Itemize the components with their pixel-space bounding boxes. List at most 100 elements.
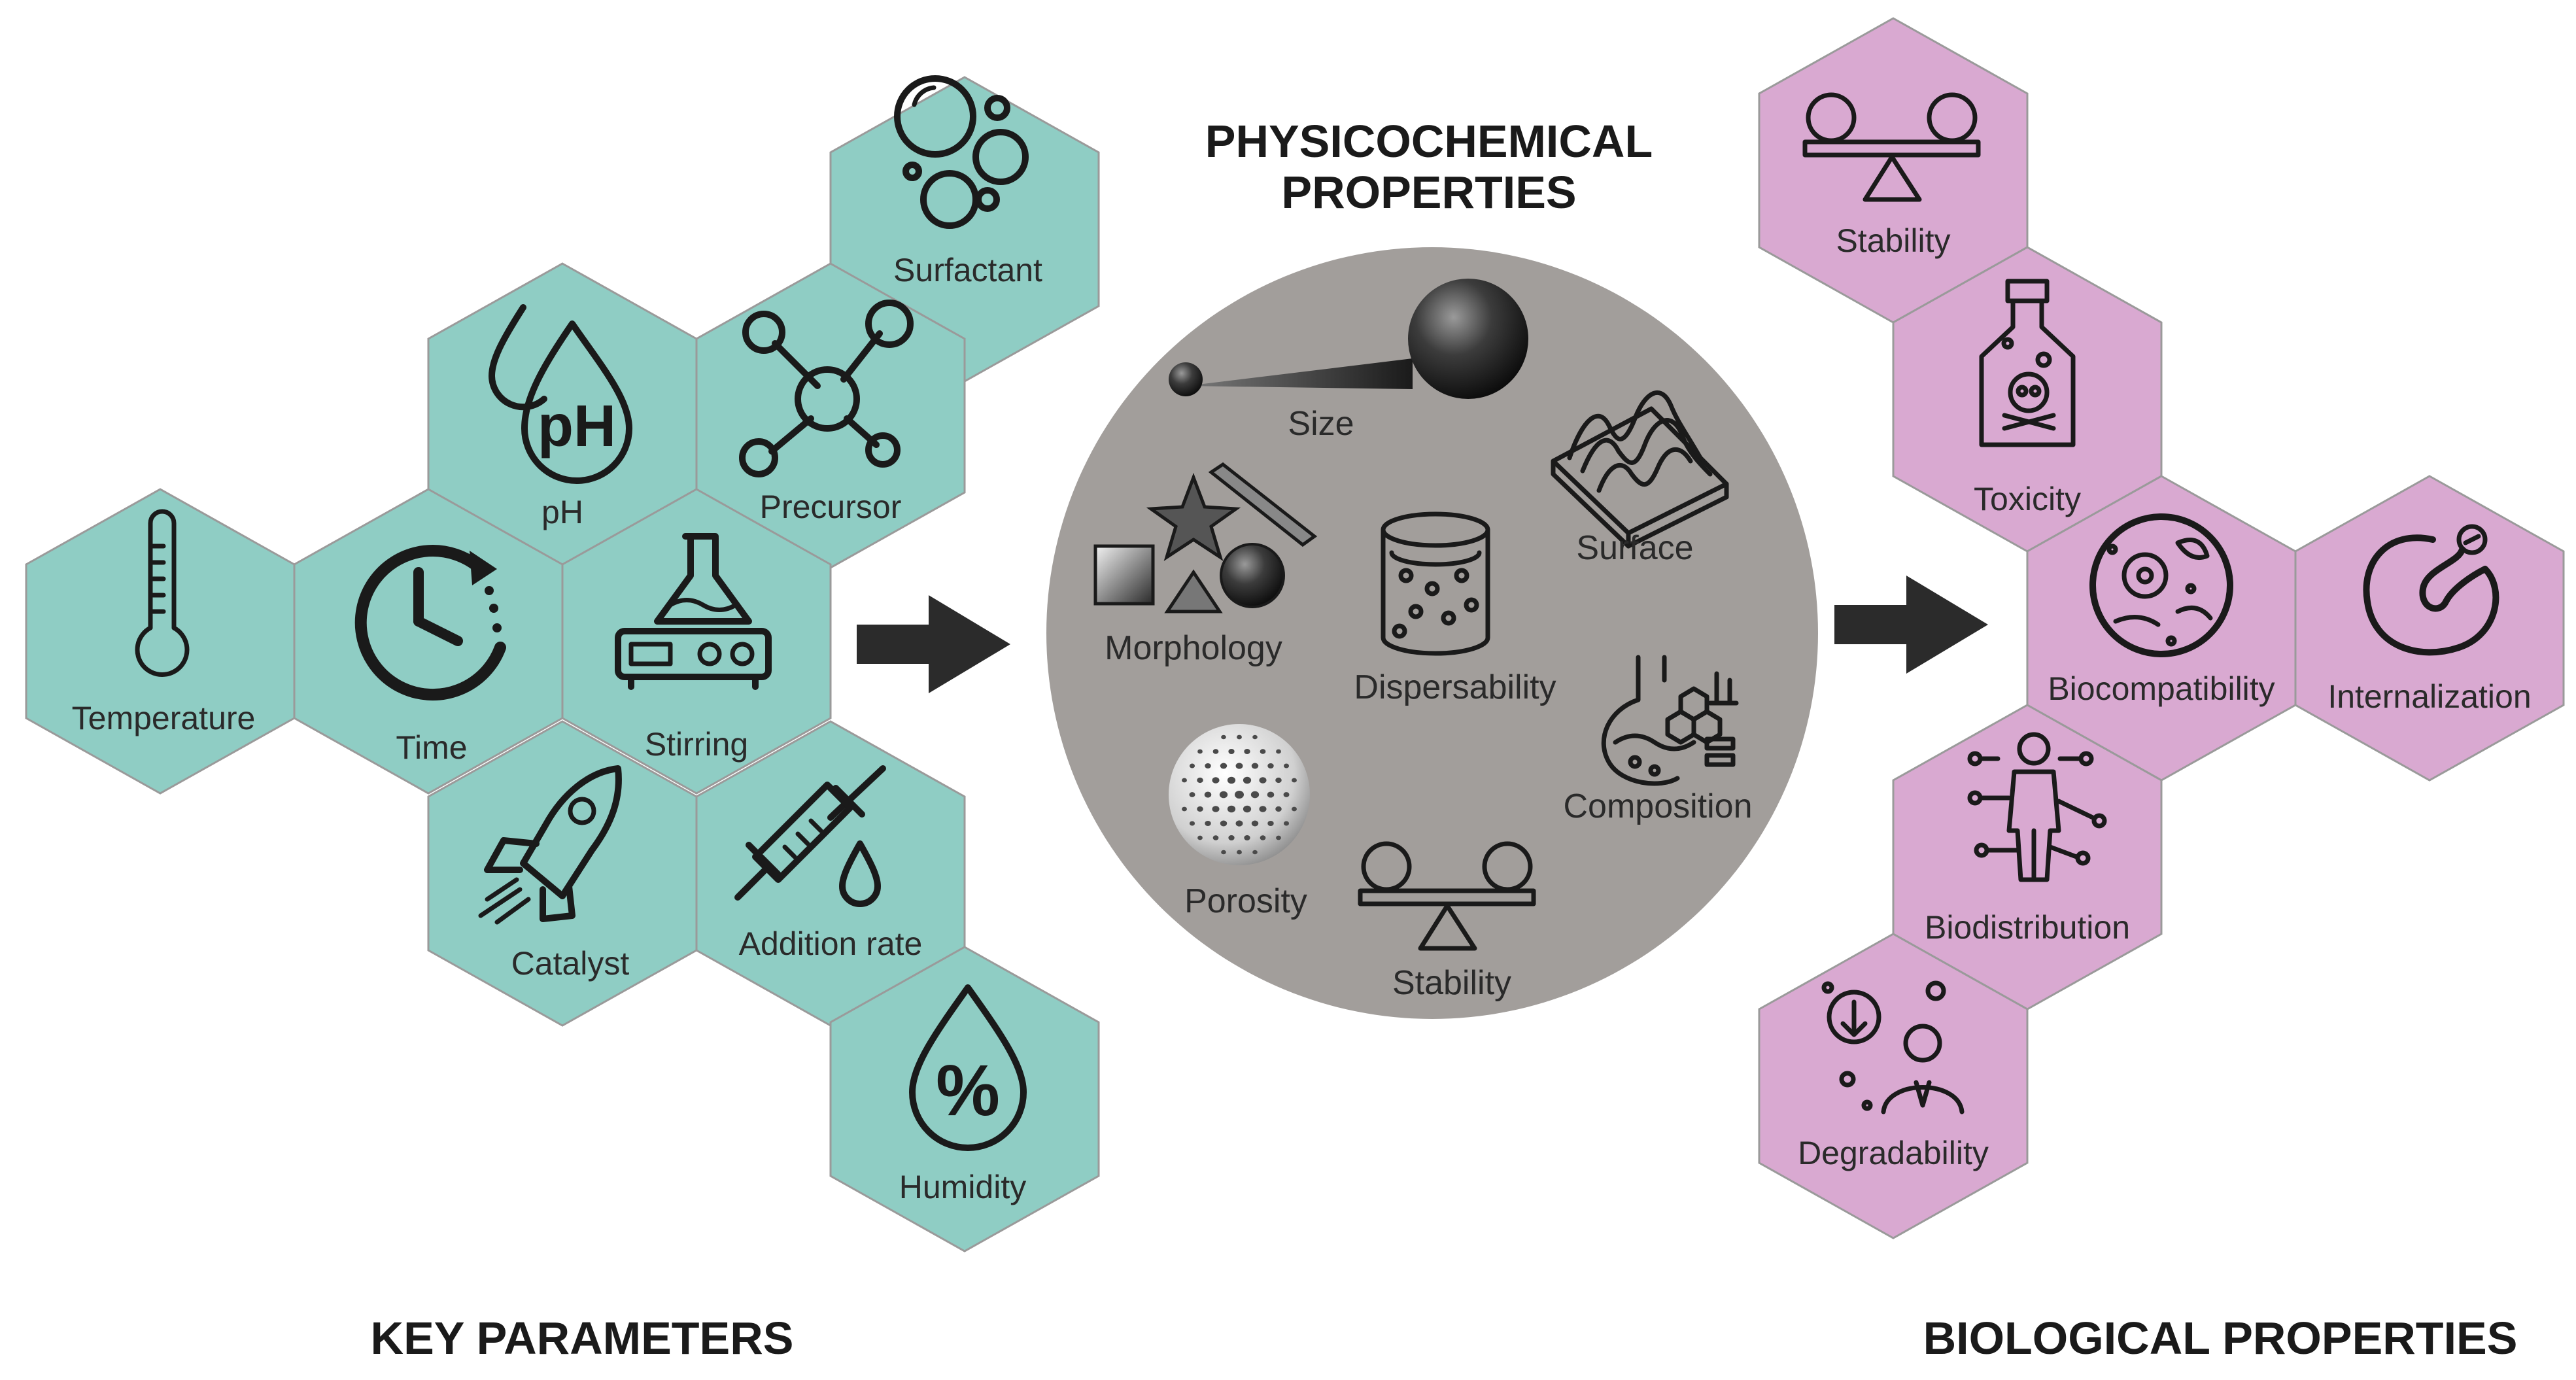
pore [1197, 806, 1203, 812]
pore [1267, 791, 1275, 798]
balance-icon-bio [1802, 92, 1981, 202]
pore [1251, 820, 1259, 827]
pore [1197, 777, 1203, 784]
physicochemical-group: PHYSICOCHEMICAL PROPERTIES Size Surface [1046, 116, 1818, 1019]
label-dispersability: Dispersability [1354, 668, 1556, 706]
pore [1219, 791, 1228, 799]
label-surface: Surface [1576, 529, 1693, 567]
label-degradability: Degradability [1798, 1135, 1989, 1171]
pore [1235, 763, 1243, 769]
pore [1212, 806, 1220, 812]
hex-temperature [25, 488, 296, 795]
molecule-icon [739, 300, 914, 477]
humidity-drop-icon: % [909, 984, 1027, 1151]
cell-icon [2089, 513, 2233, 657]
label-stirring: Stirring [645, 726, 748, 763]
label-humidity: Humidity [899, 1169, 1026, 1205]
pore [1212, 777, 1220, 784]
pore [1221, 850, 1226, 855]
label-toxicity: Toxicity [1974, 481, 2081, 517]
pore [1182, 806, 1187, 812]
pore [1244, 749, 1250, 754]
hex-stirring [561, 488, 832, 795]
pore [1267, 820, 1274, 827]
pore [1252, 734, 1258, 740]
label-morphology: Morphology [1105, 629, 1282, 667]
biological-group: Stability Toxicity Biocompatibilit [1758, 17, 2565, 1239]
title-physicochemical-line1: PHYSICOCHEMICAL [1205, 116, 1653, 167]
hex-humidity [829, 946, 1100, 1252]
pore [1275, 777, 1282, 784]
pore [1243, 805, 1252, 813]
pore [1182, 778, 1187, 783]
size-spheres-icon [1169, 279, 1528, 399]
chemistry-flask-icon [1601, 655, 1739, 786]
surface-topography-icon [1551, 390, 1729, 549]
pore [1260, 749, 1266, 754]
label-surfactant: Surfactant [893, 252, 1042, 288]
pore [1260, 835, 1266, 840]
thermometer-icon [135, 509, 190, 677]
pore [1228, 749, 1235, 754]
pore [1227, 805, 1236, 813]
ph-glyph: pH [538, 394, 616, 459]
pore [1189, 763, 1195, 768]
label-biocompatibility: Biocompatibility [2048, 670, 2275, 707]
label-stability-physicochemical: Stability [1392, 964, 1511, 1002]
pore [1197, 835, 1203, 840]
clock-icon [354, 545, 506, 700]
degradation-person-icon [1821, 980, 1965, 1114]
magnetic-stirrer-icon [615, 533, 772, 690]
pore [1250, 791, 1260, 799]
label-temperature: Temperature [72, 700, 256, 736]
title-key-parameters: KEY PARAMETERS [371, 1313, 794, 1364]
pore [1237, 850, 1242, 855]
syringe-icon [734, 765, 886, 907]
label-precursor: Precursor [760, 489, 902, 525]
pore [1205, 763, 1211, 769]
ph-drops-icon: pH [489, 304, 632, 484]
title-physicochemical-line2: PROPERTIES [1281, 167, 1576, 218]
pore [1283, 821, 1290, 826]
pore [1244, 835, 1250, 840]
label-porosity: Porosity [1184, 882, 1307, 920]
label-internalization: Internalization [2327, 678, 2531, 715]
bubbles-icon [894, 75, 1029, 229]
label-composition: Composition [1563, 787, 1752, 825]
hex-degradability [1758, 933, 2029, 1239]
pore [1276, 835, 1281, 840]
hex-internalization [2294, 475, 2565, 782]
pore [1189, 792, 1195, 797]
arrow-to-physicochemical [857, 595, 1010, 693]
pore [1259, 777, 1267, 784]
label-catalyst: Catalyst [511, 945, 630, 982]
pore [1235, 791, 1244, 799]
label-biodistribution: Biodistribution [1925, 909, 2130, 946]
pore [1221, 734, 1226, 740]
pore [1205, 820, 1211, 827]
beaker-particles-icon [1381, 511, 1490, 656]
label-ph: pH [541, 494, 583, 530]
title-biological-properties: BIOLOGICAL PROPERTIES [1923, 1313, 2518, 1364]
pore [1204, 791, 1212, 798]
pore [1189, 821, 1195, 826]
pore [1283, 763, 1290, 768]
pore [1197, 749, 1203, 754]
pore [1212, 749, 1219, 754]
pore [1251, 763, 1259, 769]
label-addition-rate: Addition rate [739, 925, 923, 962]
label-time: Time [396, 729, 467, 766]
pore [1212, 835, 1219, 840]
pore [1243, 776, 1252, 784]
pore [1227, 776, 1236, 784]
humidity-glyph: % [936, 1050, 1000, 1131]
poison-bottle-icon [1979, 279, 2076, 447]
pore [1267, 763, 1274, 769]
human-body-icon [1967, 732, 2107, 882]
porous-sphere-icon [1169, 724, 1310, 865]
arrow-to-biological [1834, 576, 1988, 674]
balance-icon [1358, 841, 1536, 951]
pore [1252, 850, 1258, 855]
rocket-icon [478, 765, 622, 925]
